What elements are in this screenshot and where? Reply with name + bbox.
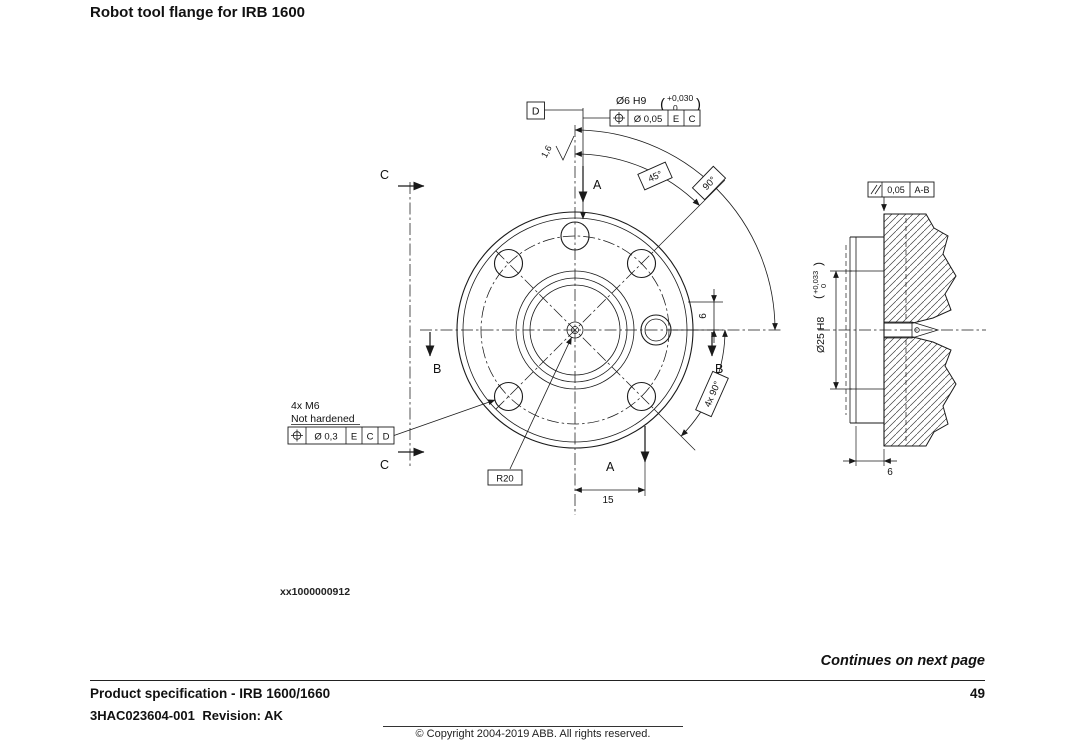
fcf-top-tol: Ø 0,05	[634, 114, 663, 125]
continues-note: Continues on next page	[820, 653, 985, 669]
hole-m6	[493, 381, 524, 412]
surface-roughness: 1,6	[539, 135, 575, 161]
fcf-side-tol: 0,05	[887, 185, 905, 195]
section-line-a: A A	[578, 108, 650, 496]
m6-count-label: 4x M6	[291, 400, 320, 412]
svg-text:+0,033: +0,033	[811, 271, 820, 294]
document-number: 3HAC023604-001	[90, 708, 195, 723]
copyright-divider	[383, 726, 683, 727]
top-hole-spec: Ø6 H9 ( +0,030 0 )	[616, 93, 701, 113]
bolt-holes	[493, 221, 672, 412]
dim-6-side: 6	[843, 426, 897, 478]
footer-divider	[90, 680, 985, 681]
fcf-side: 0,05 A-B	[867, 181, 935, 212]
fcf-top-datum-c: C	[689, 114, 696, 125]
fcf-m6-datum-d: D	[383, 431, 390, 442]
fcf-top-datum-e: E	[673, 114, 679, 125]
fcf-m6-datum-e: E	[351, 431, 357, 442]
r20-label: R20	[496, 473, 513, 484]
label-section-c-bottom: C	[380, 458, 389, 472]
side-view: 0,05 A-B Ø25 H8 ( +0,033 0 )	[811, 181, 986, 478]
label-section-a-bottom: A	[606, 460, 615, 474]
footer-document-title: Product specification - IRB 1600/1660	[90, 686, 331, 701]
m6-hardening-note: Not hardened	[291, 413, 355, 425]
m6-note: 4x M6 Not hardened Ø 0,3 E C D	[287, 399, 496, 445]
svg-text:45°: 45°	[647, 169, 665, 185]
wrist-section	[883, 213, 957, 447]
hole-m6	[493, 248, 524, 279]
hole-m6	[626, 381, 657, 412]
angle-45-label: 45°	[637, 161, 673, 191]
position-tolerance-icon	[613, 112, 625, 124]
section-line-b: B B	[425, 332, 723, 376]
tol-lower: 0	[673, 103, 678, 113]
fcf-top: Ø 0,05 E C	[583, 109, 701, 127]
datum-d: D	[526, 101, 583, 120]
hole-spec-label: Ø6 H9	[616, 95, 647, 107]
dim-15-label: 15	[602, 495, 614, 506]
tol-paren-left: (	[660, 96, 665, 113]
section-line-c: C C	[380, 168, 425, 472]
revision-label: Revision: AK	[202, 708, 283, 723]
dim-6-side-label: 6	[887, 467, 893, 478]
footer: Product specification - IRB 1600/1660 49	[90, 686, 985, 701]
label-section-a-top: A	[593, 178, 602, 192]
tol-upper: +0,030	[667, 93, 694, 103]
page-number: 49	[969, 686, 985, 701]
front-view: C C B B A A D	[287, 93, 782, 515]
r20-callout: R20	[487, 337, 572, 486]
fcf-m6-tol: Ø 0,3	[314, 431, 337, 442]
roughness-value: 1,6	[539, 144, 554, 160]
dim-6-front: 6	[673, 289, 723, 343]
label-section-c-top: C	[380, 168, 389, 182]
dim-6-label: 6	[698, 313, 709, 319]
label-section-b-left: B	[433, 362, 441, 376]
bore-tolerance: ( +0,033 0 )	[811, 262, 828, 299]
figure-caption: xx1000000912	[280, 586, 351, 598]
angle-dimensions: 45° 90° 4x 90°	[574, 127, 778, 451]
svg-text:): )	[811, 262, 825, 266]
page-title: Robot tool flange for IRB 1600	[90, 4, 306, 21]
position-tolerance-icon	[291, 429, 303, 442]
datum-d-label: D	[532, 106, 540, 118]
angle-90-label: 90°	[691, 165, 727, 201]
angle-4x90-label: 4x 90°	[695, 370, 729, 418]
tol-paren-right: )	[696, 96, 701, 113]
dim-bore-25: Ø25 H8 ( +0,033 0 )	[811, 262, 852, 390]
center-cone	[911, 321, 940, 339]
surface-roughness-icon	[555, 135, 575, 161]
svg-text:(: (	[811, 295, 825, 299]
document-id-line: 3HAC023604-001 Revision: AK	[90, 708, 287, 723]
parallelism-icon	[870, 184, 882, 195]
bore-spec-label: Ø25 H8	[815, 317, 827, 353]
copyright-notice: © Copyright 2004-2019 ABB. All rights re…	[415, 728, 651, 740]
svg-text:0: 0	[819, 284, 828, 288]
dim-15: 15	[574, 487, 646, 506]
fcf-side-datum: A-B	[914, 185, 929, 195]
fcf-m6-datum-c: C	[367, 431, 374, 442]
